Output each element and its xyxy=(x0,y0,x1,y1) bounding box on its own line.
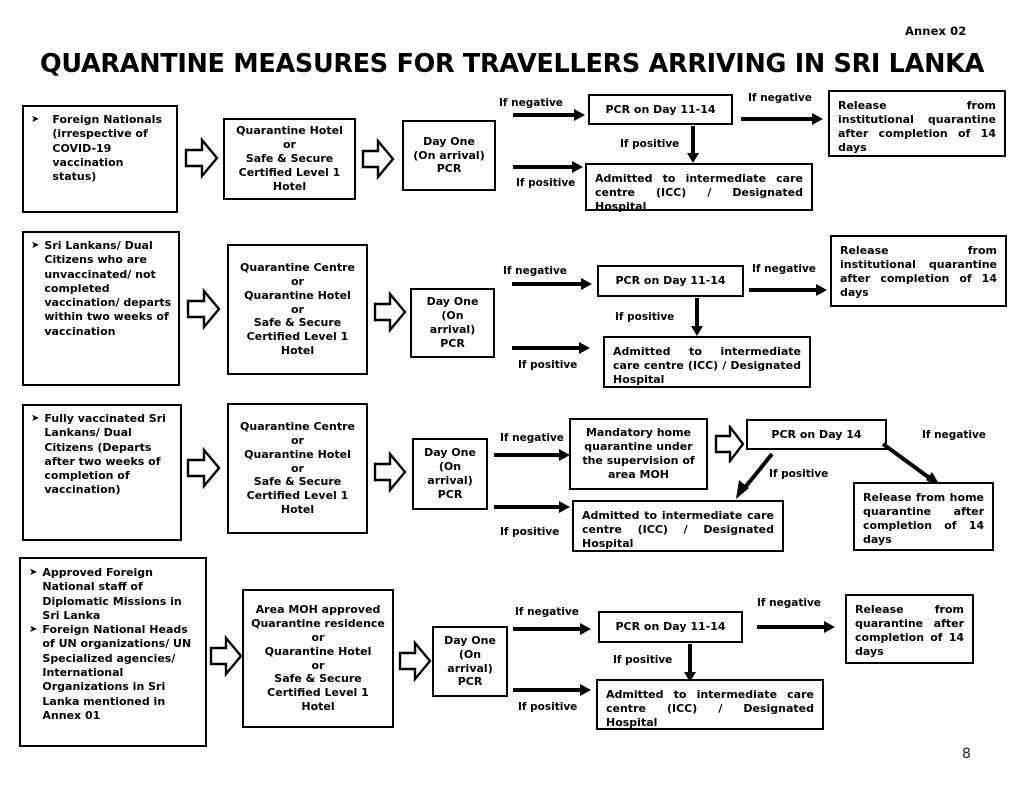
accommodation-box-row3: Quarantine Centre or Quarantine Hotel or… xyxy=(227,403,368,534)
edge-label-if-positive-row1: If positive xyxy=(516,177,576,189)
arrow-positive-row4 xyxy=(513,683,591,697)
block-arrow-row1-b xyxy=(361,138,395,180)
release-box-row4: Release from quarantine after completion… xyxy=(845,594,974,664)
edge-label-if-positive-vert-row1: If positive xyxy=(620,138,680,150)
arrow-negative-row3 xyxy=(494,448,570,462)
block-arrow-row4-b xyxy=(398,640,432,682)
block-arrow-row3-c xyxy=(714,425,745,463)
edge-label-if-positive-row4: If positive xyxy=(518,701,578,713)
page-title: QUARANTINE MEASURES FOR TRAVELLERS ARRIV… xyxy=(39,49,985,79)
arrow-positive-vertical-row2 xyxy=(690,298,704,336)
bullet-arrow-icon: ➤ xyxy=(29,567,38,578)
release-box-row2: Release from institutional quarantine af… xyxy=(830,235,1007,307)
edge-label-if-positive-vert-row2: If positive xyxy=(615,311,675,323)
block-arrow-row1-a xyxy=(184,137,219,179)
traveller-category-box-row4: ➤ Approved Foreign National staff of Dip… xyxy=(19,557,207,747)
arrow-negative-row4 xyxy=(513,622,591,636)
accommodation-box-row4: Area MOH approved Quarantine residence o… xyxy=(242,589,394,728)
bullet-item: ➤ Fully vaccinated Sri Lankans/ Dual Cit… xyxy=(31,412,174,498)
pcr-box-row4: PCR on Day 11-14 xyxy=(598,611,743,643)
page-number: 8 xyxy=(962,746,971,762)
bullet-text: Approved Foreign National staff of Diplo… xyxy=(42,566,182,622)
block-arrow-row4-a xyxy=(209,635,243,677)
edge-label-if-negative-2-row1: If negative xyxy=(748,92,812,104)
edge-label-if-negative-row4: If negative xyxy=(515,606,579,618)
admitted-box-row2: Admitted to intermediate care centre (IC… xyxy=(603,336,811,388)
arrow-positive-diagonal-row3 xyxy=(736,452,774,499)
pcr-box-row2: PCR on Day 11-14 xyxy=(597,265,744,297)
release-box-row3: Release from home quarantine after compl… xyxy=(853,482,994,551)
traveller-category-box-row1: ➤ Foreign Nationals (irrespective of COV… xyxy=(22,105,178,213)
edge-label-if-negative-row1: If negative xyxy=(499,97,563,109)
arrow-negative-row2 xyxy=(512,277,592,291)
pcr-day14-box-row3: PCR on Day 14 xyxy=(746,419,887,450)
arrow-positive-row1 xyxy=(513,160,583,174)
edge-label-if-negative-row2: If negative xyxy=(503,265,567,277)
bullet-arrow-icon: ➤ xyxy=(31,240,40,251)
release-box-row1: Release from institutional quarantine af… xyxy=(828,90,1006,157)
bullet-item: ➤ Foreign Nationals (irrespective of COV… xyxy=(31,113,170,184)
traveller-category-box-row3: ➤ Fully vaccinated Sri Lankans/ Dual Cit… xyxy=(22,404,182,541)
accommodation-box-row2: Quarantine Centre or Quarantine Hotel or… xyxy=(227,244,368,375)
edge-label-if-positive-vert-row4: If positive xyxy=(613,654,673,666)
day-one-box-row4: Day One (On arrival) PCR xyxy=(432,626,508,697)
arrow-positive-vertical-row1 xyxy=(686,126,700,163)
annex-label: Annex 02 xyxy=(905,24,967,38)
admitted-box-row4: Admitted to intermediate care centre (IC… xyxy=(596,679,824,730)
bullet-text: Foreign Nationals (irrespective of COVID… xyxy=(52,113,162,184)
day-one-box-row3: Day One (On arrival) PCR xyxy=(412,438,488,510)
bullet-arrow-icon: ➤ xyxy=(31,413,40,424)
edge-label-if-positive-vert-row3: If positive xyxy=(769,468,829,480)
arrow-positive-row3 xyxy=(494,500,570,514)
arrow-negative-row1 xyxy=(513,108,585,122)
bullet-arrow-icon: ➤ xyxy=(31,114,40,125)
arrow-positive-row2 xyxy=(512,341,590,355)
edge-label-if-negative-row3: If negative xyxy=(500,432,564,444)
day-one-box-row2: Day One (On arrival) PCR xyxy=(410,288,495,358)
bullet-item: ➤ Sri Lankans/ Dual Citizens who are unv… xyxy=(31,239,172,339)
bullet-item: ➤ Approved Foreign National staff of Dip… xyxy=(29,566,197,623)
edge-label-if-negative-2-row3: If negative xyxy=(922,429,986,441)
bullet-text: Foreign National Heads of UN organizatio… xyxy=(42,623,192,722)
edge-label-if-positive-row2: If positive xyxy=(518,359,578,371)
arrow-release-row1 xyxy=(741,112,823,126)
block-arrow-row3-a xyxy=(186,447,221,489)
block-arrow-row3-b xyxy=(373,451,407,493)
bullet-arrow-icon: ➤ xyxy=(29,624,38,636)
home-quarantine-box-row3: Mandatory home quarantine under the supe… xyxy=(569,418,708,490)
day-one-box-row1: Day One (On arrival) PCR xyxy=(402,120,496,191)
pcr-box-row1: PCR on Day 11-14 xyxy=(588,94,733,125)
block-arrow-row2-a xyxy=(186,288,221,330)
arrow-release-row2 xyxy=(749,283,827,297)
admitted-box-row3: Admitted to intermediate care centre (IC… xyxy=(572,500,784,552)
bullet-text: Fully vaccinated Sri Lankans/ Dual Citiz… xyxy=(44,412,166,497)
edge-label-if-positive-row3: If positive xyxy=(500,526,560,538)
traveller-category-box-row2: ➤ Sri Lankans/ Dual Citizens who are unv… xyxy=(22,231,180,386)
accommodation-box-row1: Quarantine Hotel or Safe & Secure Certif… xyxy=(223,118,356,200)
arrow-release-row4 xyxy=(757,620,835,634)
edge-label-if-negative-2-row2: If negative xyxy=(752,263,816,275)
bullet-item: ➤ Foreign National Heads of UN organizat… xyxy=(29,623,197,723)
edge-label-if-negative-2-row4: If negative xyxy=(757,597,821,609)
arrow-positive-vertical-row4 xyxy=(683,644,697,682)
block-arrow-row2-b xyxy=(373,291,407,333)
admitted-box-row1: Admitted to intermediate care centre (IC… xyxy=(585,163,813,213)
bullet-text: Sri Lankans/ Dual Citizens who are unvac… xyxy=(44,239,172,338)
